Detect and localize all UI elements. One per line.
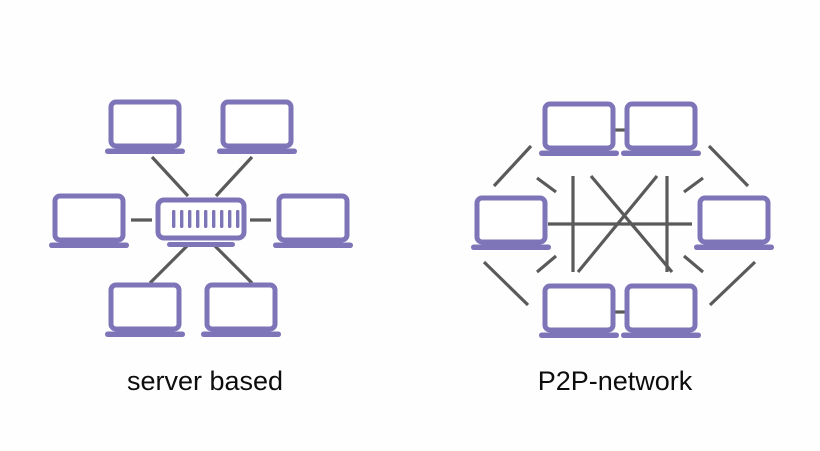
laptop-top-left (105, 102, 185, 154)
link-hub-bottom-right (212, 243, 254, 285)
caption-server-based: server based (126, 366, 284, 396)
caption-p2p-network: P2P-network (537, 366, 693, 396)
p2p-network-diagram (471, 104, 774, 338)
laptop-top-right (621, 104, 701, 156)
laptop-top-right (217, 102, 297, 154)
link-outer-top-right (707, 144, 750, 188)
laptop-mid-right (273, 196, 353, 248)
link-inner-bottom-right-stub (682, 254, 705, 274)
laptop-bottom-right (621, 286, 701, 338)
link-cross-ne-sw (576, 174, 659, 274)
link-inner-top-left-stub (536, 176, 557, 194)
link-hub-bottom-left (148, 243, 190, 285)
server-links-group (131, 155, 271, 285)
link-cross-nw-se (589, 174, 674, 274)
link-inner-bottom-left-stub (535, 254, 558, 274)
hub-body (155, 197, 247, 241)
hub-base-bar (167, 242, 235, 247)
laptop-bottom-left (105, 285, 185, 337)
laptop-mid-right (694, 198, 774, 250)
link-outer-top-left (492, 144, 533, 188)
server-based-diagram (49, 102, 353, 337)
laptop-mid-left (49, 196, 129, 248)
link-inner-top-right-stub (683, 176, 704, 194)
link-outer-bottom-left (482, 260, 530, 307)
p2p-links-group (482, 128, 757, 314)
laptop-bottom-right (201, 285, 281, 337)
server-hub (155, 197, 247, 247)
laptop-mid-left (471, 198, 551, 250)
hub-indicator-bars (172, 210, 240, 228)
link-hub-top-right (214, 155, 254, 198)
link-hub-top-left (150, 155, 190, 198)
laptop-top-left (539, 104, 619, 156)
laptop-bottom-left (539, 286, 619, 338)
link-outer-bottom-right (708, 260, 757, 307)
